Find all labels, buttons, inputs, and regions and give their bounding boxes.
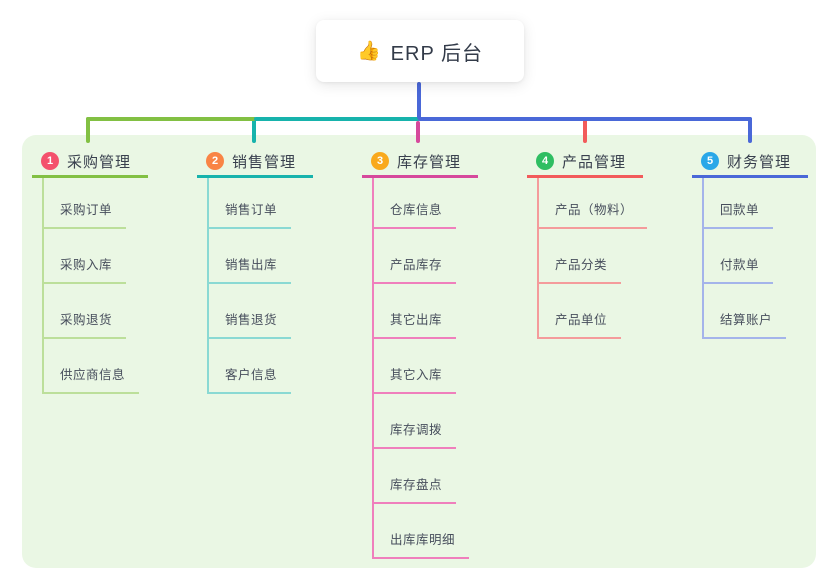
node-purchase-inbound[interactable]: 采购入库	[44, 229, 127, 284]
branch-label: 采购管理	[67, 153, 132, 171]
node-stock-taking[interactable]: 库存盘点	[374, 449, 457, 504]
connector-drop-finance	[748, 117, 752, 143]
node-product-unit[interactable]: 产品单位	[539, 284, 622, 339]
branch-title-sales[interactable]: 2 销售管理	[197, 147, 313, 178]
branch-finance: 5 财务管理 回款单 付款单 结算账户	[692, 147, 808, 339]
branch-label: 产品管理	[562, 153, 627, 171]
branch-children: 销售订单 销售出库 销售退货 客户信息	[207, 178, 313, 394]
branch-label: 库存管理	[397, 153, 462, 171]
branch-children: 采购订单 采购入库 采购退货 供应商信息	[42, 178, 148, 394]
node-sales-return[interactable]: 销售退货	[209, 284, 292, 339]
connector-root-line	[417, 82, 421, 119]
branch-title-inventory[interactable]: 3 库存管理	[362, 147, 478, 178]
node-other-outbound[interactable]: 其它出库	[374, 284, 457, 339]
branch-purchase: 1 采购管理 采购订单 采购入库 采购退货 供应商信息	[32, 147, 148, 394]
node-product-category[interactable]: 产品分类	[539, 229, 622, 284]
connector-bus-left	[86, 117, 256, 121]
connector-drop-inventory	[416, 121, 420, 143]
node-purchase-order[interactable]: 采购订单	[44, 178, 127, 229]
branch-number-badge: 4	[536, 152, 554, 170]
node-stock-transfer[interactable]: 库存调拨	[374, 394, 457, 449]
branch-label: 财务管理	[727, 153, 792, 171]
connector-bus-right	[418, 117, 752, 121]
branch-number-badge: 2	[206, 152, 224, 170]
branch-number-badge: 5	[701, 152, 719, 170]
node-sales-order[interactable]: 销售订单	[209, 178, 292, 229]
connector-bus-middle	[254, 117, 420, 121]
branch-title-product[interactable]: 4 产品管理	[527, 147, 643, 178]
branch-title-purchase[interactable]: 1 采购管理	[32, 147, 148, 178]
branch-number-badge: 1	[41, 152, 59, 170]
background-panel	[22, 135, 816, 568]
branch-children: 回款单 付款单 结算账户	[702, 178, 808, 339]
node-receipt-bill[interactable]: 回款单	[704, 178, 774, 229]
branch-sales: 2 销售管理 销售订单 销售出库 销售退货 客户信息	[197, 147, 313, 394]
node-settlement-account[interactable]: 结算账户	[704, 284, 787, 339]
thumbs-up-icon: 👍	[357, 40, 381, 62]
branch-inventory: 3 库存管理 仓库信息 产品库存 其它出库 其它入库 库存调拨 库存盘点 出库库…	[362, 147, 478, 559]
node-customer-info[interactable]: 客户信息	[209, 339, 292, 394]
connector-drop-sales	[252, 117, 256, 143]
branch-product: 4 产品管理 产品（物料） 产品分类 产品单位	[527, 147, 648, 339]
node-product-stock[interactable]: 产品库存	[374, 229, 457, 284]
root-label: ERP 后台	[390, 42, 483, 65]
root-node[interactable]: 👍 ERP 后台	[316, 20, 524, 82]
branch-children: 产品（物料） 产品分类 产品单位	[537, 178, 648, 339]
node-product-material[interactable]: 产品（物料）	[539, 178, 648, 229]
node-supplier-info[interactable]: 供应商信息	[44, 339, 140, 394]
node-payment-bill[interactable]: 付款单	[704, 229, 774, 284]
node-purchase-return[interactable]: 采购退货	[44, 284, 127, 339]
branch-title-finance[interactable]: 5 财务管理	[692, 147, 808, 178]
branch-children: 仓库信息 产品库存 其它出库 其它入库 库存调拨 库存盘点 出库库明细	[372, 178, 478, 559]
branch-label: 销售管理	[232, 153, 297, 171]
connector-drop-purchase	[86, 117, 90, 143]
node-warehouse-info[interactable]: 仓库信息	[374, 178, 457, 229]
connector-drop-product	[583, 117, 587, 143]
node-other-inbound[interactable]: 其它入库	[374, 339, 457, 394]
branch-number-badge: 3	[371, 152, 389, 170]
node-outbound-detail[interactable]: 出库库明细	[374, 504, 470, 559]
node-sales-outbound[interactable]: 销售出库	[209, 229, 292, 284]
